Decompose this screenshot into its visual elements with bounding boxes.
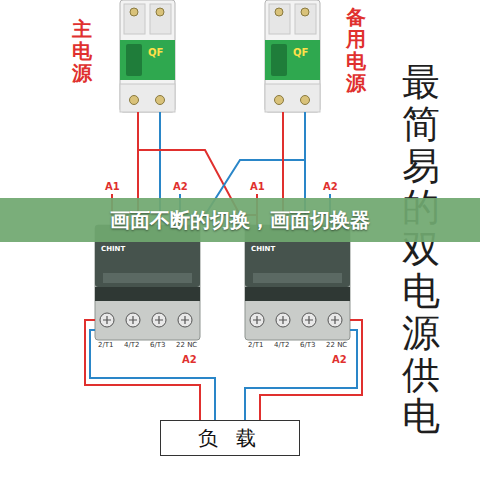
node-text: QF (148, 47, 175, 58)
title: 最简易的双电源供电 (402, 62, 440, 438)
coil-terminal: A1 (250, 181, 265, 192)
circuit-breaker: QF (120, 0, 175, 112)
power-source-label: 备用电源 (346, 6, 366, 94)
terminal-label: 4/T2 (124, 342, 140, 350)
terminal-label: 2/T1 (98, 342, 114, 350)
coil-terminal: A2 (182, 354, 197, 365)
circuit-breaker: QF (265, 0, 320, 112)
coil-terminal: A2 (332, 354, 347, 365)
terminal-label: 22 NC (176, 342, 197, 350)
backup-breaker (265, 0, 320, 112)
terminal-label: 22 NC (326, 342, 347, 350)
node-text: 负 载 (198, 425, 262, 452)
blue-wire (90, 330, 215, 420)
right-contactor (245, 225, 350, 340)
coil-terminal: A2 (323, 181, 338, 192)
terminal-label: 4/T2 (274, 342, 290, 350)
terminal-label: 6/T3 (300, 342, 316, 350)
load-box: 负 载 (160, 420, 300, 456)
caption-band: 画面不断的切换，画面切换器 (0, 198, 480, 242)
terminal-label: 2/T1 (248, 342, 264, 350)
coil-terminal: A2 (173, 181, 188, 192)
terminal-label: 6/T3 (150, 342, 166, 350)
wire-connector (85, 320, 200, 420)
power-source-label: 主电源 (72, 18, 92, 84)
coil-terminal: A1 (105, 181, 120, 192)
left-contactor (95, 225, 200, 340)
node-text: 画面不断的切换，画面切换器 (110, 207, 370, 234)
node-text: QF (293, 47, 320, 58)
node-text: CHINT (251, 245, 350, 253)
main-breaker (120, 0, 175, 112)
contactor: CHINT (245, 225, 350, 340)
blue-wire (245, 330, 357, 420)
wires (90, 112, 357, 420)
wire-connector (260, 320, 362, 420)
contactor: CHINT (95, 225, 200, 340)
node-text: CHINT (101, 245, 200, 253)
